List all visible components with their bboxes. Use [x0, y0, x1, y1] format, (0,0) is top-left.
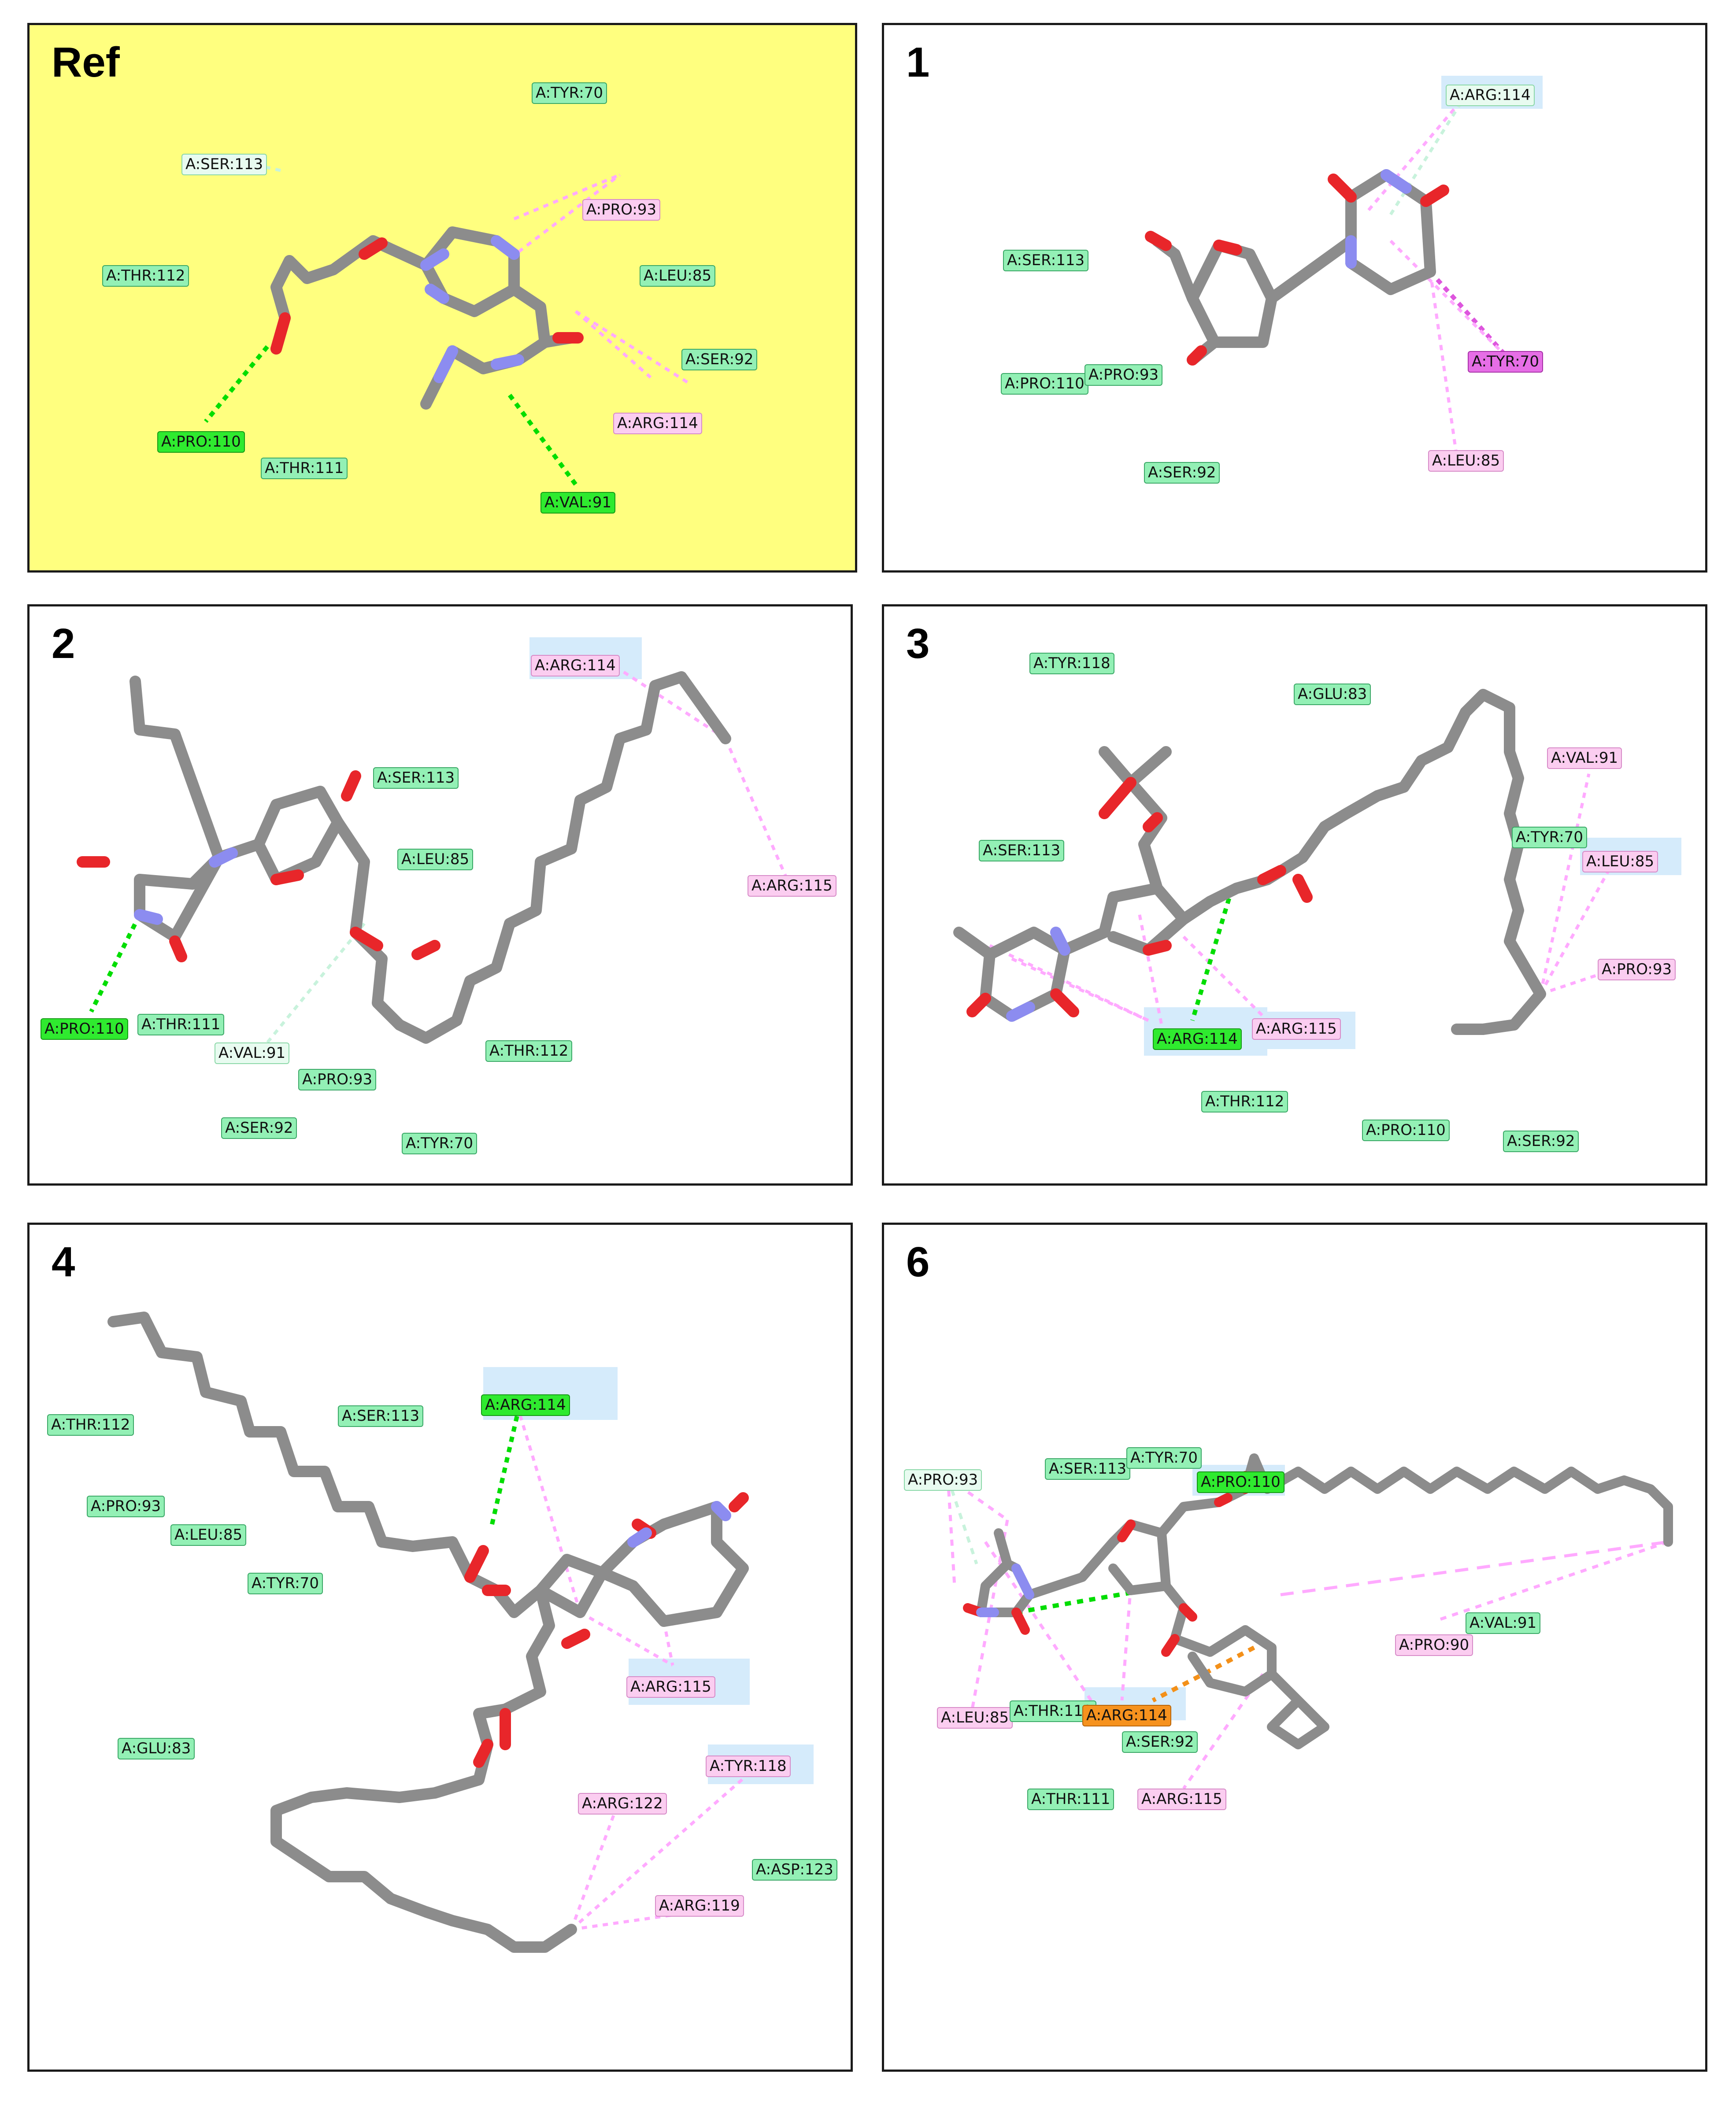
residue-label: A:TYR:70 [402, 1133, 477, 1155]
residue-label: A:VAL:91 [215, 1042, 290, 1064]
residue-label: A:THR:112 [47, 1414, 134, 1436]
panel-title: Ref [52, 39, 120, 86]
residue-label: A:SER:92 [1144, 462, 1220, 484]
ligand-structure-6 [946, 1453, 1673, 1789]
panel-title: 3 [906, 620, 930, 667]
residue-label: A:LEU:85 [397, 849, 474, 871]
residue-label: A:THR:112 [1010, 1700, 1097, 1722]
residue-label: A:THR:112 [102, 265, 189, 287]
residue-label: A:TYR:118 [706, 1756, 791, 1778]
residue-label: A:THR:112 [485, 1040, 573, 1062]
residue-label: A:TYR:70 [1512, 827, 1587, 849]
residue-label: A:THR:111 [261, 458, 348, 480]
residue-label: A:SER:113 [979, 840, 1065, 862]
residue-label: A:THR:112 [1201, 1091, 1288, 1113]
residue-label: A:SER:113 [1003, 250, 1089, 272]
ligand-structure-1 [1145, 94, 1511, 457]
residue-label: A:ARG:115 [626, 1676, 715, 1698]
residue-label: A:ARG:119 [655, 1895, 744, 1917]
residue-label: A:PRO:90 [1395, 1634, 1473, 1656]
residue-label: A:PRO:110 [1197, 1471, 1284, 1493]
residue-label: A:SER:113 [1045, 1458, 1131, 1480]
residue-label: A:LEU:85 [937, 1707, 1013, 1729]
residue-label: A:LEU:85 [1428, 450, 1504, 472]
residue-label: A:ARG:114 [613, 413, 702, 435]
residue-label: A:SER:92 [1503, 1131, 1579, 1153]
residue-label: A:PRO:93 [904, 1469, 982, 1491]
ligand-structure-2 [77, 662, 789, 1044]
residue-label: A:ASP:123 [752, 1859, 837, 1881]
residue-label: A:ARG:115 [748, 875, 837, 897]
residue-label: A:VAL:91 [540, 492, 616, 514]
residue-label: A:ARG:122 [578, 1793, 667, 1815]
residue-label: A:ARG:115 [1137, 1789, 1226, 1811]
panel-title: 6 [906, 1238, 930, 1286]
panel-title: 4 [52, 1238, 75, 1286]
residue-label: A:VAL:91 [1547, 747, 1622, 769]
residue-label: A:TYR:70 [1126, 1447, 1202, 1469]
residue-label: A:SER:92 [1122, 1731, 1198, 1753]
residue-label: A:THR:111 [1027, 1789, 1114, 1811]
panel-6: 6 A:PRO:93 A:SER:113 A:TYR:70 A:PRO:110 … [882, 1223, 1707, 2072]
residue-label: A:SER:113 [373, 767, 459, 789]
residue-label: A:TYR:70 [1468, 351, 1543, 373]
residue-label: A:LEU:85 [640, 265, 716, 287]
residue-label: A:ARG:114 [1082, 1705, 1171, 1727]
residue-label: A:PRO:110 [1362, 1120, 1450, 1142]
residue-label: A:VAL:91 [1466, 1612, 1541, 1634]
residue-label: A:SER:92 [221, 1117, 297, 1139]
residue-label: A:ARG:115 [1252, 1018, 1341, 1040]
residue-label: A:LEU:85 [170, 1524, 247, 1546]
residue-label: A:SER:92 [681, 349, 758, 371]
ligand-structure-4 [107, 1312, 753, 1953]
residue-label: A:PRO:93 [298, 1069, 377, 1091]
ligand-structure-3 [953, 689, 1613, 1035]
panel-title: 2 [52, 620, 75, 667]
residue-label: A:PRO:93 [87, 1496, 165, 1518]
residue-label: A:PRO:110 [157, 431, 245, 453]
residue-label: A:PRO:93 [1085, 364, 1163, 386]
residue-label: A:PRO:93 [582, 199, 661, 221]
residue-label: A:ARG:114 [481, 1394, 570, 1416]
residue-label: A:ARG:114 [1153, 1028, 1242, 1050]
panel-title: 1 [906, 39, 930, 86]
panel-1: 1 A:ARG:114 A:SER:113 A:PRO:110 A:PRO:93… [882, 23, 1707, 573]
residue-label: A:ARG:114 [1446, 85, 1535, 107]
panel-3: 3 A:TYR:118 A:GLU:83 A:VAL:91 A:SER:113 … [882, 604, 1707, 1186]
residue-label: A:THR:111 [137, 1014, 225, 1036]
residue-label: A:SER:113 [181, 154, 267, 176]
residue-label: A:ARG:114 [531, 655, 620, 677]
residue-label: A:GLU:83 [118, 1738, 195, 1760]
residue-label: A:TYR:70 [248, 1573, 323, 1595]
residue-label: A:SER:113 [338, 1405, 424, 1427]
residue-label: A:TYR:118 [1029, 653, 1114, 675]
ligand-structure-ref [204, 160, 691, 489]
residue-label: A:LEU:85 [1582, 851, 1658, 873]
residue-label: A:PRO:93 [1598, 959, 1676, 981]
residue-label: A:PRO:110 [41, 1018, 128, 1040]
residue-label: A:GLU:83 [1294, 684, 1371, 706]
residue-label: A:TYR:70 [532, 82, 607, 104]
panel-4: 4 A:THR:112 A:SER:113 A:ARG:114 A:PRO:93… [27, 1223, 853, 2072]
panel-2: 2 A:ARG:114 A:SER:113 A:LEU:85 A:ARG:115… [27, 604, 853, 1186]
panel-ref: Ref A:TYR:70 A:SER:113 A:PRO:93 A:THR:11… [27, 23, 857, 573]
residue-label: A:PRO:110 [1001, 373, 1088, 395]
